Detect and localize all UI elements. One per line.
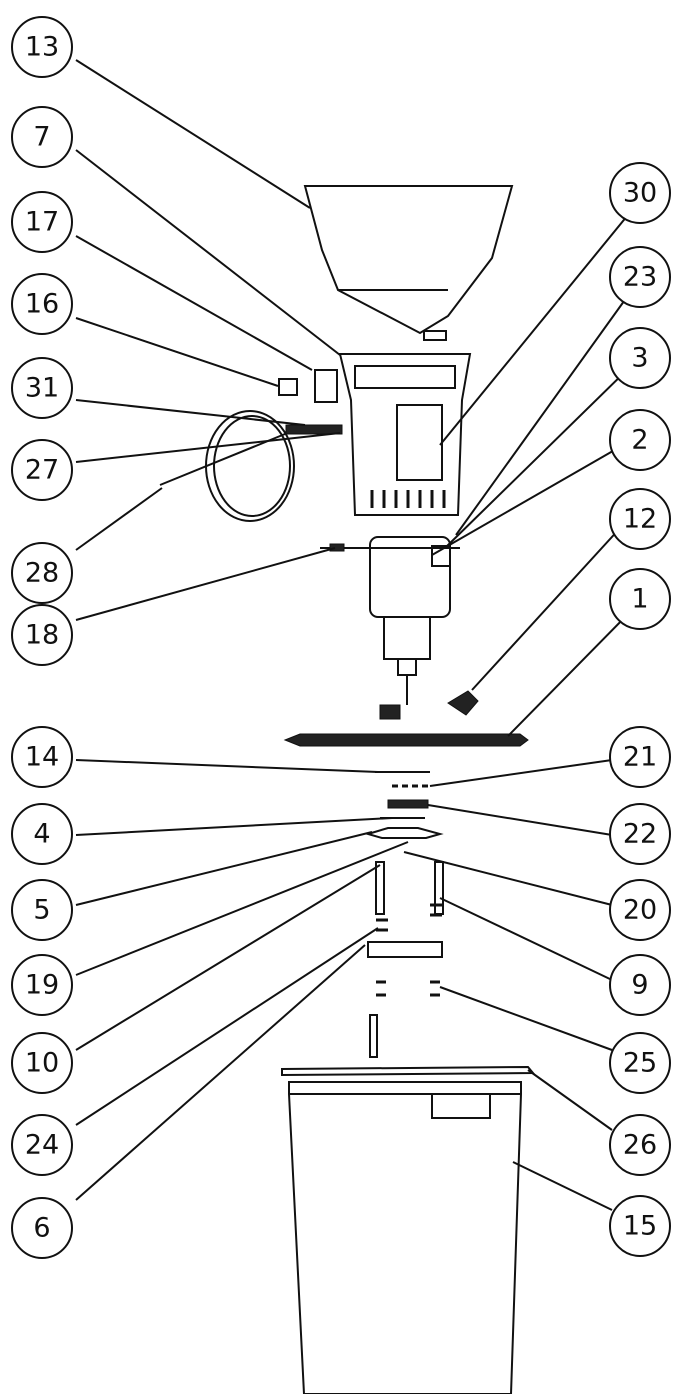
svg-text:20: 20 bbox=[623, 895, 657, 926]
svg-text:16: 16 bbox=[25, 289, 59, 320]
callout-20: 20 bbox=[609, 879, 671, 941]
callout-31: 31 bbox=[11, 357, 73, 419]
svg-text:1: 1 bbox=[631, 584, 648, 615]
svg-text:31: 31 bbox=[25, 373, 59, 404]
callout-21: 21 bbox=[609, 726, 671, 788]
svg-text:24: 24 bbox=[25, 1130, 59, 1161]
svg-text:15: 15 bbox=[623, 1211, 657, 1242]
svg-text:10: 10 bbox=[25, 1048, 59, 1079]
svg-text:5: 5 bbox=[33, 895, 50, 926]
svg-text:30: 30 bbox=[623, 178, 657, 209]
svg-text:4: 4 bbox=[33, 819, 50, 850]
svg-text:3: 3 bbox=[631, 343, 648, 374]
part-bin bbox=[288, 1081, 522, 1394]
callout-12: 12 bbox=[609, 488, 671, 550]
svg-text:21: 21 bbox=[623, 742, 657, 773]
part-base-plate bbox=[283, 690, 529, 747]
callout-4: 4 bbox=[11, 803, 73, 865]
callout-23: 23 bbox=[609, 246, 671, 308]
callout-10: 10 bbox=[11, 1032, 73, 1094]
callout-18: 18 bbox=[11, 604, 73, 666]
callout-13: 13 bbox=[11, 16, 73, 78]
part-switch-and-cord bbox=[159, 369, 343, 522]
callout-3: 3 bbox=[609, 327, 671, 389]
callout-27: 27 bbox=[11, 439, 73, 501]
leader-lines bbox=[75, 59, 633, 1211]
svg-text:9: 9 bbox=[631, 970, 648, 1001]
part-small-components bbox=[364, 771, 444, 1058]
part-hopper bbox=[303, 185, 514, 341]
svg-text:6: 6 bbox=[33, 1213, 50, 1244]
svg-text:22: 22 bbox=[623, 819, 657, 850]
part-grinder-housing bbox=[338, 353, 472, 516]
callout-14: 14 bbox=[11, 726, 73, 788]
part-motor bbox=[320, 536, 460, 705]
callout-1: 1 bbox=[609, 568, 671, 630]
callout-15: 15 bbox=[609, 1195, 671, 1257]
svg-text:25: 25 bbox=[623, 1048, 657, 1079]
callout-9: 9 bbox=[609, 954, 671, 1016]
svg-text:2: 2 bbox=[631, 425, 648, 456]
callout-28: 28 bbox=[11, 542, 73, 604]
svg-text:19: 19 bbox=[25, 970, 59, 1001]
callout-2: 2 bbox=[609, 409, 671, 471]
callout-24: 24 bbox=[11, 1114, 73, 1176]
svg-text:27: 27 bbox=[25, 455, 59, 486]
svg-text:12: 12 bbox=[623, 504, 657, 535]
callout-25: 25 bbox=[609, 1032, 671, 1094]
svg-text:26: 26 bbox=[623, 1130, 657, 1161]
part-rail bbox=[281, 1065, 536, 1077]
svg-text:23: 23 bbox=[623, 262, 657, 293]
callout-22: 22 bbox=[609, 803, 671, 865]
callout-30: 30 bbox=[609, 162, 671, 224]
svg-text:18: 18 bbox=[25, 620, 59, 651]
svg-text:7: 7 bbox=[33, 122, 50, 153]
callout-26: 26 bbox=[609, 1114, 671, 1176]
callout-6: 6 bbox=[11, 1197, 73, 1259]
callout-7: 7 bbox=[11, 106, 73, 168]
svg-text:13: 13 bbox=[25, 32, 59, 63]
svg-text:28: 28 bbox=[25, 558, 59, 589]
callout-17: 17 bbox=[11, 191, 73, 253]
callout-19: 19 bbox=[11, 954, 73, 1016]
svg-text:17: 17 bbox=[25, 207, 59, 238]
svg-text:14: 14 bbox=[25, 742, 59, 773]
callout-16: 16 bbox=[11, 273, 73, 335]
callout-5: 5 bbox=[11, 879, 73, 941]
